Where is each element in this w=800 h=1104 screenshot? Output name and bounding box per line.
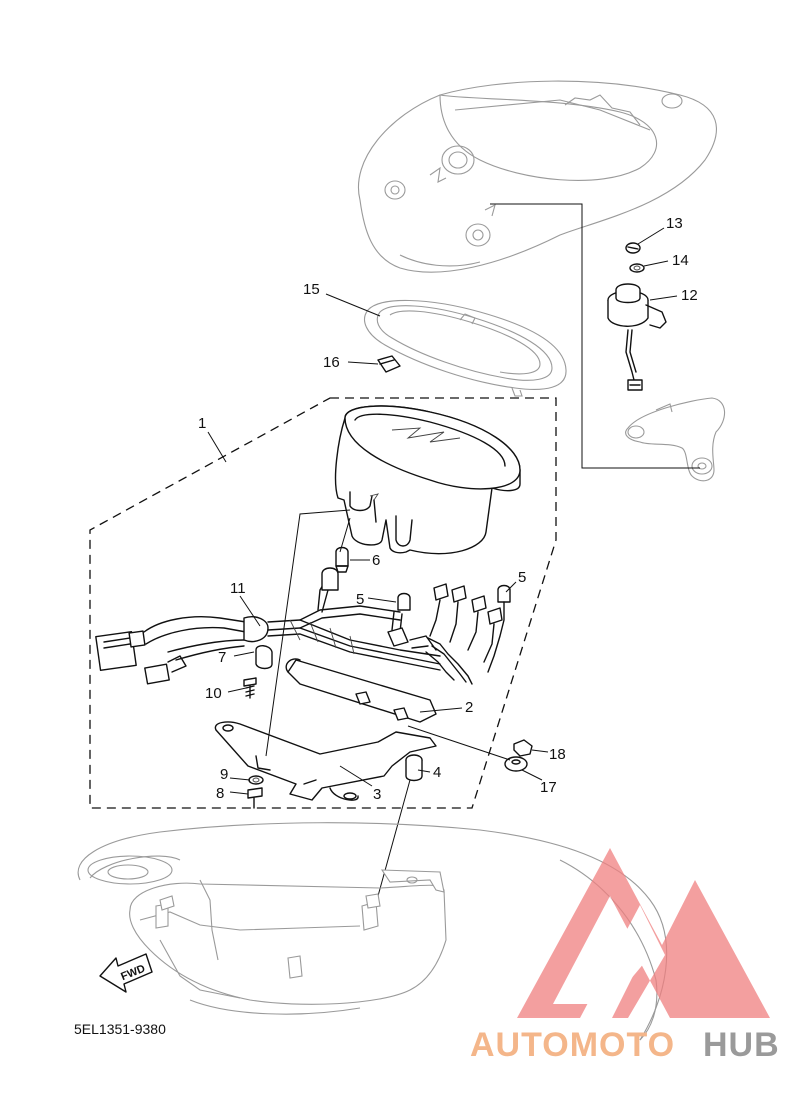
callout-4: 4 [433, 764, 441, 781]
callout-5b: 5 [518, 569, 526, 586]
part-9-washer [248, 775, 264, 785]
callout-2: 2 [465, 699, 473, 716]
callout-8: 8 [216, 785, 224, 802]
part-4-grommet [405, 754, 423, 782]
reference-lines [490, 203, 700, 469]
callout-1: 1 [198, 415, 206, 432]
part-12-switch [607, 283, 667, 391]
lower-housing [77, 822, 668, 1041]
callout-13: 13 [666, 215, 683, 232]
callout-6: 6 [372, 552, 380, 569]
callout-17: 17 [540, 779, 557, 796]
callout-12: 12 [681, 287, 698, 304]
part-16-rubber [377, 355, 401, 373]
part-18-nut [513, 739, 533, 757]
callout-11: 11 [230, 580, 246, 597]
part-11-harness [95, 567, 505, 685]
watermark-logo-shape [517, 848, 770, 1018]
part-14-washer [629, 263, 645, 273]
watermark-logo-inner [553, 896, 645, 1004]
callout-7: 7 [218, 649, 226, 666]
callout-16: 16 [323, 354, 340, 371]
sensor-bracket [625, 397, 726, 482]
callouts: 1 2 3 4 5 5 6 7 8 9 10 11 12 13 14 15 16… [198, 215, 698, 803]
part-7-clamp [255, 645, 273, 670]
part-17-collar [504, 756, 528, 772]
callout-14: 14 [672, 252, 689, 269]
callout-18: 18 [549, 746, 566, 763]
callout-10: 10 [205, 685, 222, 702]
part-5-bulb-a [397, 592, 411, 611]
part-15-meter-ring [364, 299, 567, 397]
part-8-screw [247, 787, 263, 809]
callout-9: 9 [220, 766, 228, 783]
watermark-text: AUTOMOTO HUB [470, 1026, 780, 1064]
part-6-bulb [335, 546, 349, 573]
watermark-text-part2: HUB [703, 1026, 780, 1064]
assembly-reference-lines [265, 509, 511, 897]
meter-body [334, 405, 521, 555]
watermark-text-part1: AUTOMOTO [470, 1026, 675, 1064]
part-2-plate [285, 658, 437, 723]
fwd-arrow: FWD [99, 953, 153, 993]
part-code: 5EL1351-9380 [74, 1021, 166, 1037]
callout-3: 3 [373, 786, 381, 803]
callout-15: 15 [303, 281, 320, 298]
part-5-bulb-b [497, 584, 511, 603]
assembly-boundary [89, 397, 557, 809]
handlebar-cover [358, 80, 717, 273]
part-3-bracket [214, 721, 437, 801]
leader-lines [207, 227, 678, 795]
watermark-logo [517, 848, 770, 1018]
part-10-screw [243, 677, 257, 699]
callout-5a: 5 [356, 591, 364, 608]
part-13-screw [625, 242, 641, 254]
